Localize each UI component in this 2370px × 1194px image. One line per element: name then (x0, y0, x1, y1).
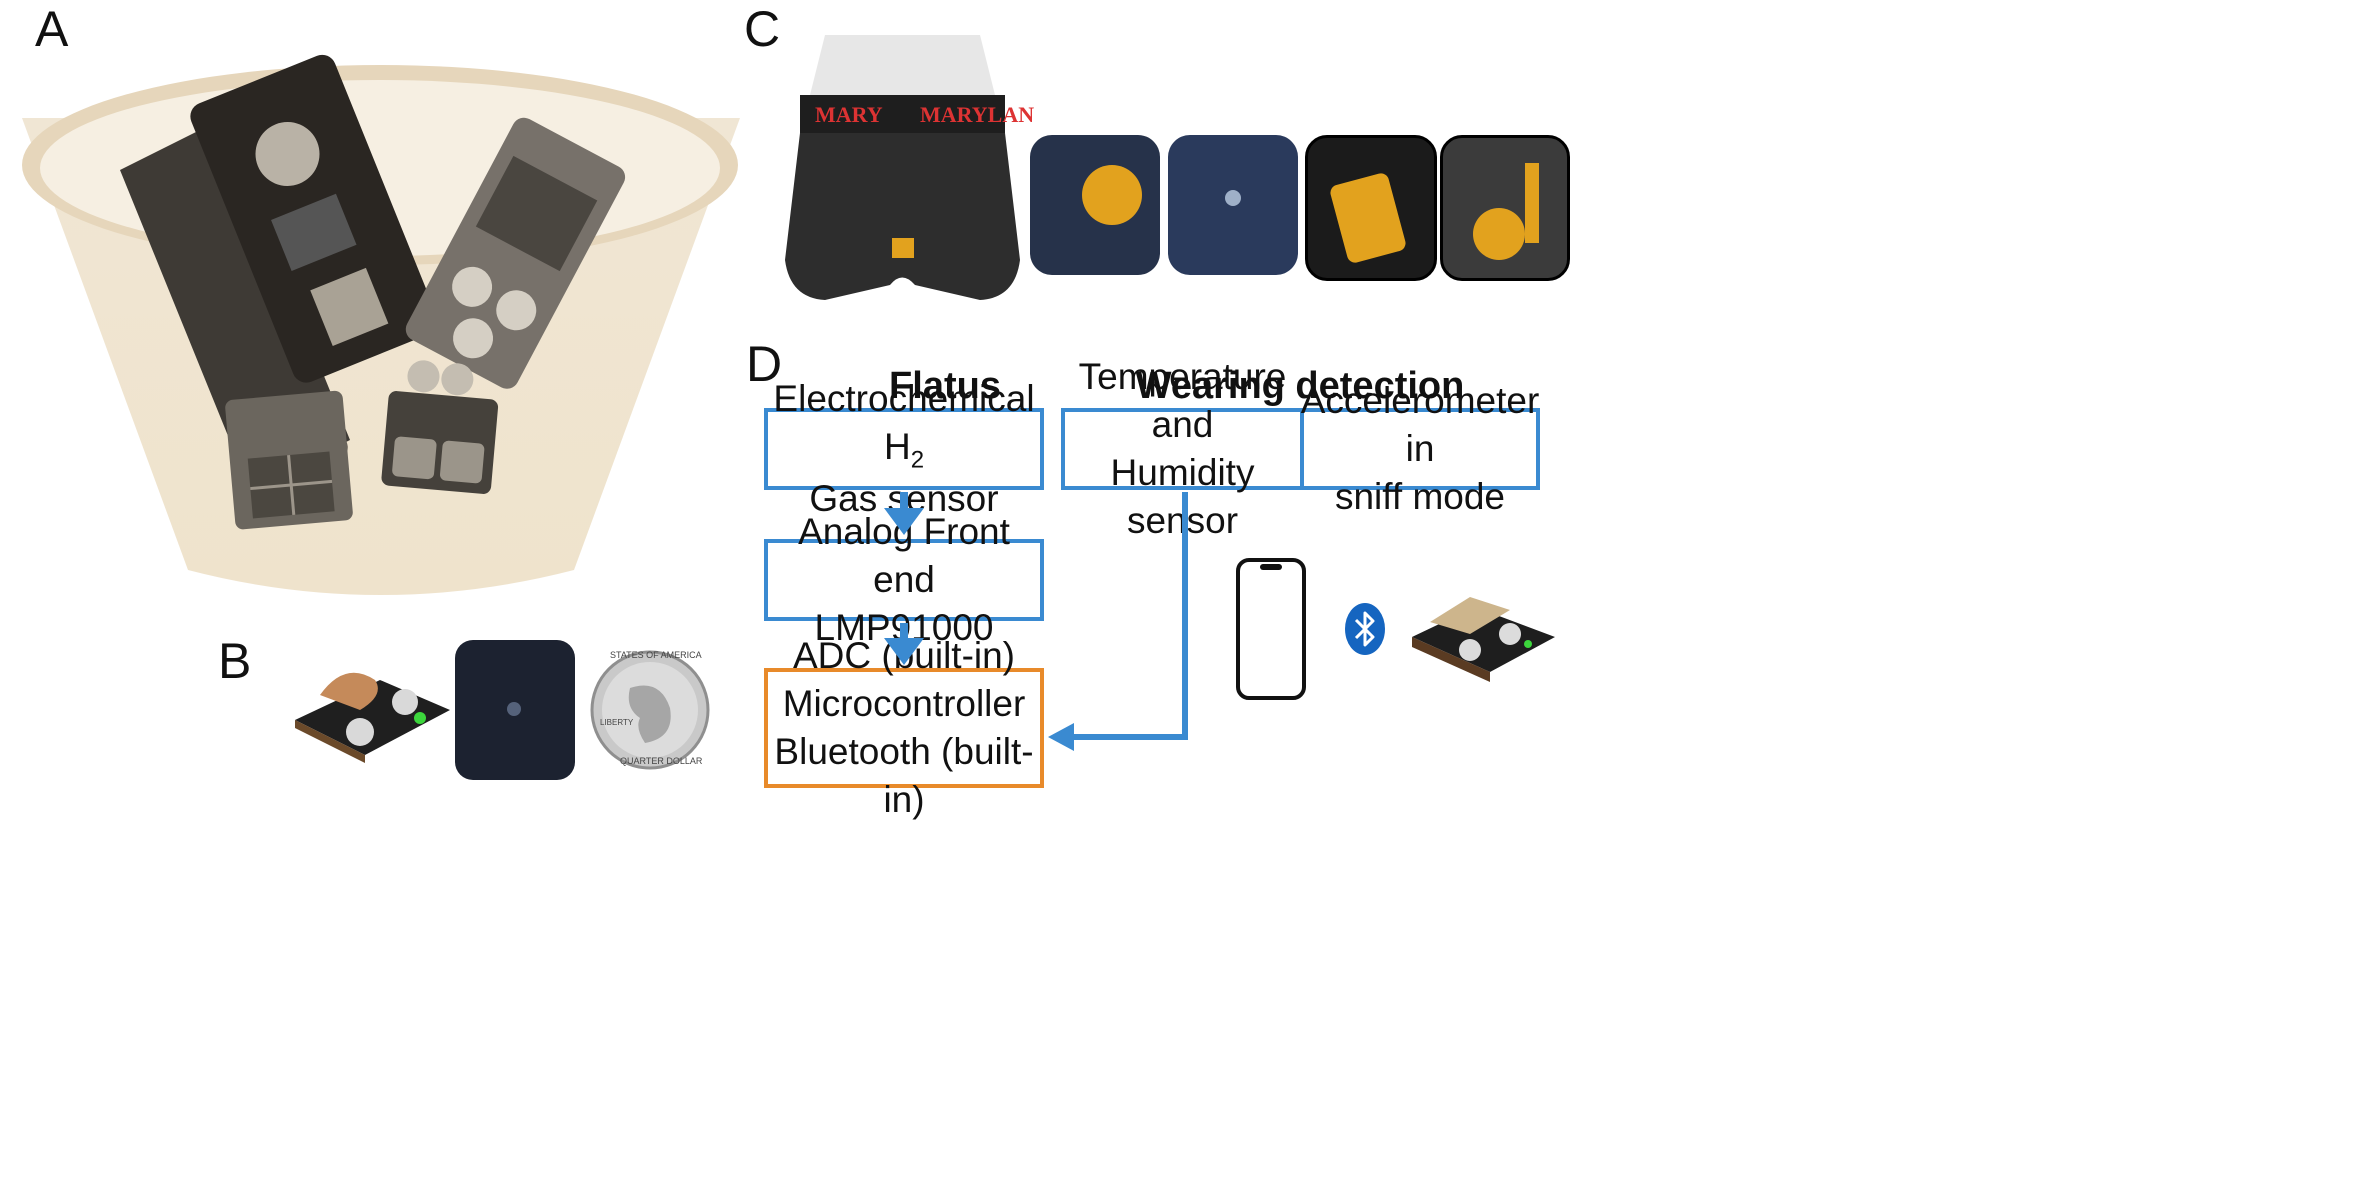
coin-text-top: STATES OF AMERICA (610, 650, 702, 660)
sensor-mounted-photo (1440, 135, 1570, 281)
accel-line1: Accelerometer in (1300, 379, 1540, 469)
quarter-coin-photo: STATES OF AMERICA QUARTER DOLLAR LIBERTY (590, 648, 710, 773)
bluetooth-icon (1344, 602, 1386, 656)
panel-label-c: C (744, 1, 781, 57)
sensor-pcb-photo (225, 390, 353, 530)
underwear-photo: MARY MARYLAN (780, 30, 1034, 322)
dev-board-photo (190, 54, 439, 383)
temp-line1: Temperature and (1078, 355, 1287, 445)
small-device-photo (381, 360, 499, 494)
enclosure-photo (405, 117, 626, 389)
panel-b-photos (295, 672, 450, 763)
panel-label-d: D (746, 336, 783, 392)
fabric-pad-photo (455, 640, 575, 780)
coin-liberty-text: LIBERTY (600, 718, 634, 727)
sensor-pad-front-photo (1030, 135, 1160, 275)
waistband-text-right: MARYLAN (920, 102, 1035, 127)
wearable-device-photo (1412, 597, 1555, 682)
device-pcb-photo (295, 672, 450, 763)
panel-a-illustration (22, 54, 740, 595)
accel-line2: sniff mode (1334, 476, 1506, 518)
sensor-clip-photo (1305, 135, 1437, 281)
h2-subscript: 2 (910, 446, 925, 474)
arrow-afe-to-adc-head (884, 638, 924, 665)
waistband-text-left: MARY (815, 102, 883, 127)
panel-label-a: A (35, 1, 69, 57)
smartphone-icon (1236, 558, 1306, 700)
wearing-detection-header: Wearing detection (1135, 365, 1465, 407)
arrow-wearing-to-adc-head (1048, 723, 1074, 751)
h2-sensor-line1: Electrochemical H (773, 377, 1035, 467)
arrow-h2-to-afe-head (884, 508, 924, 535)
adc-line3: Bluetooth (built-in) (774, 731, 1034, 821)
sensor-pad-back-photo (1168, 135, 1298, 275)
temperature-humidity-box: Temperature and Humidity sensor (1061, 356, 1304, 541)
panel-label-b: B (218, 633, 252, 689)
arrow-wearing-to-adc (1072, 492, 1188, 740)
coin-text-bottom: QUARTER DOLLAR (620, 756, 703, 766)
adc-line2: Microcontroller (782, 682, 1026, 724)
accelerometer-box: Accelerometer in sniff mode (1300, 380, 1540, 517)
h2-gas-sensor-box: Electrochemical H2 Gas sensor (764, 378, 1044, 519)
